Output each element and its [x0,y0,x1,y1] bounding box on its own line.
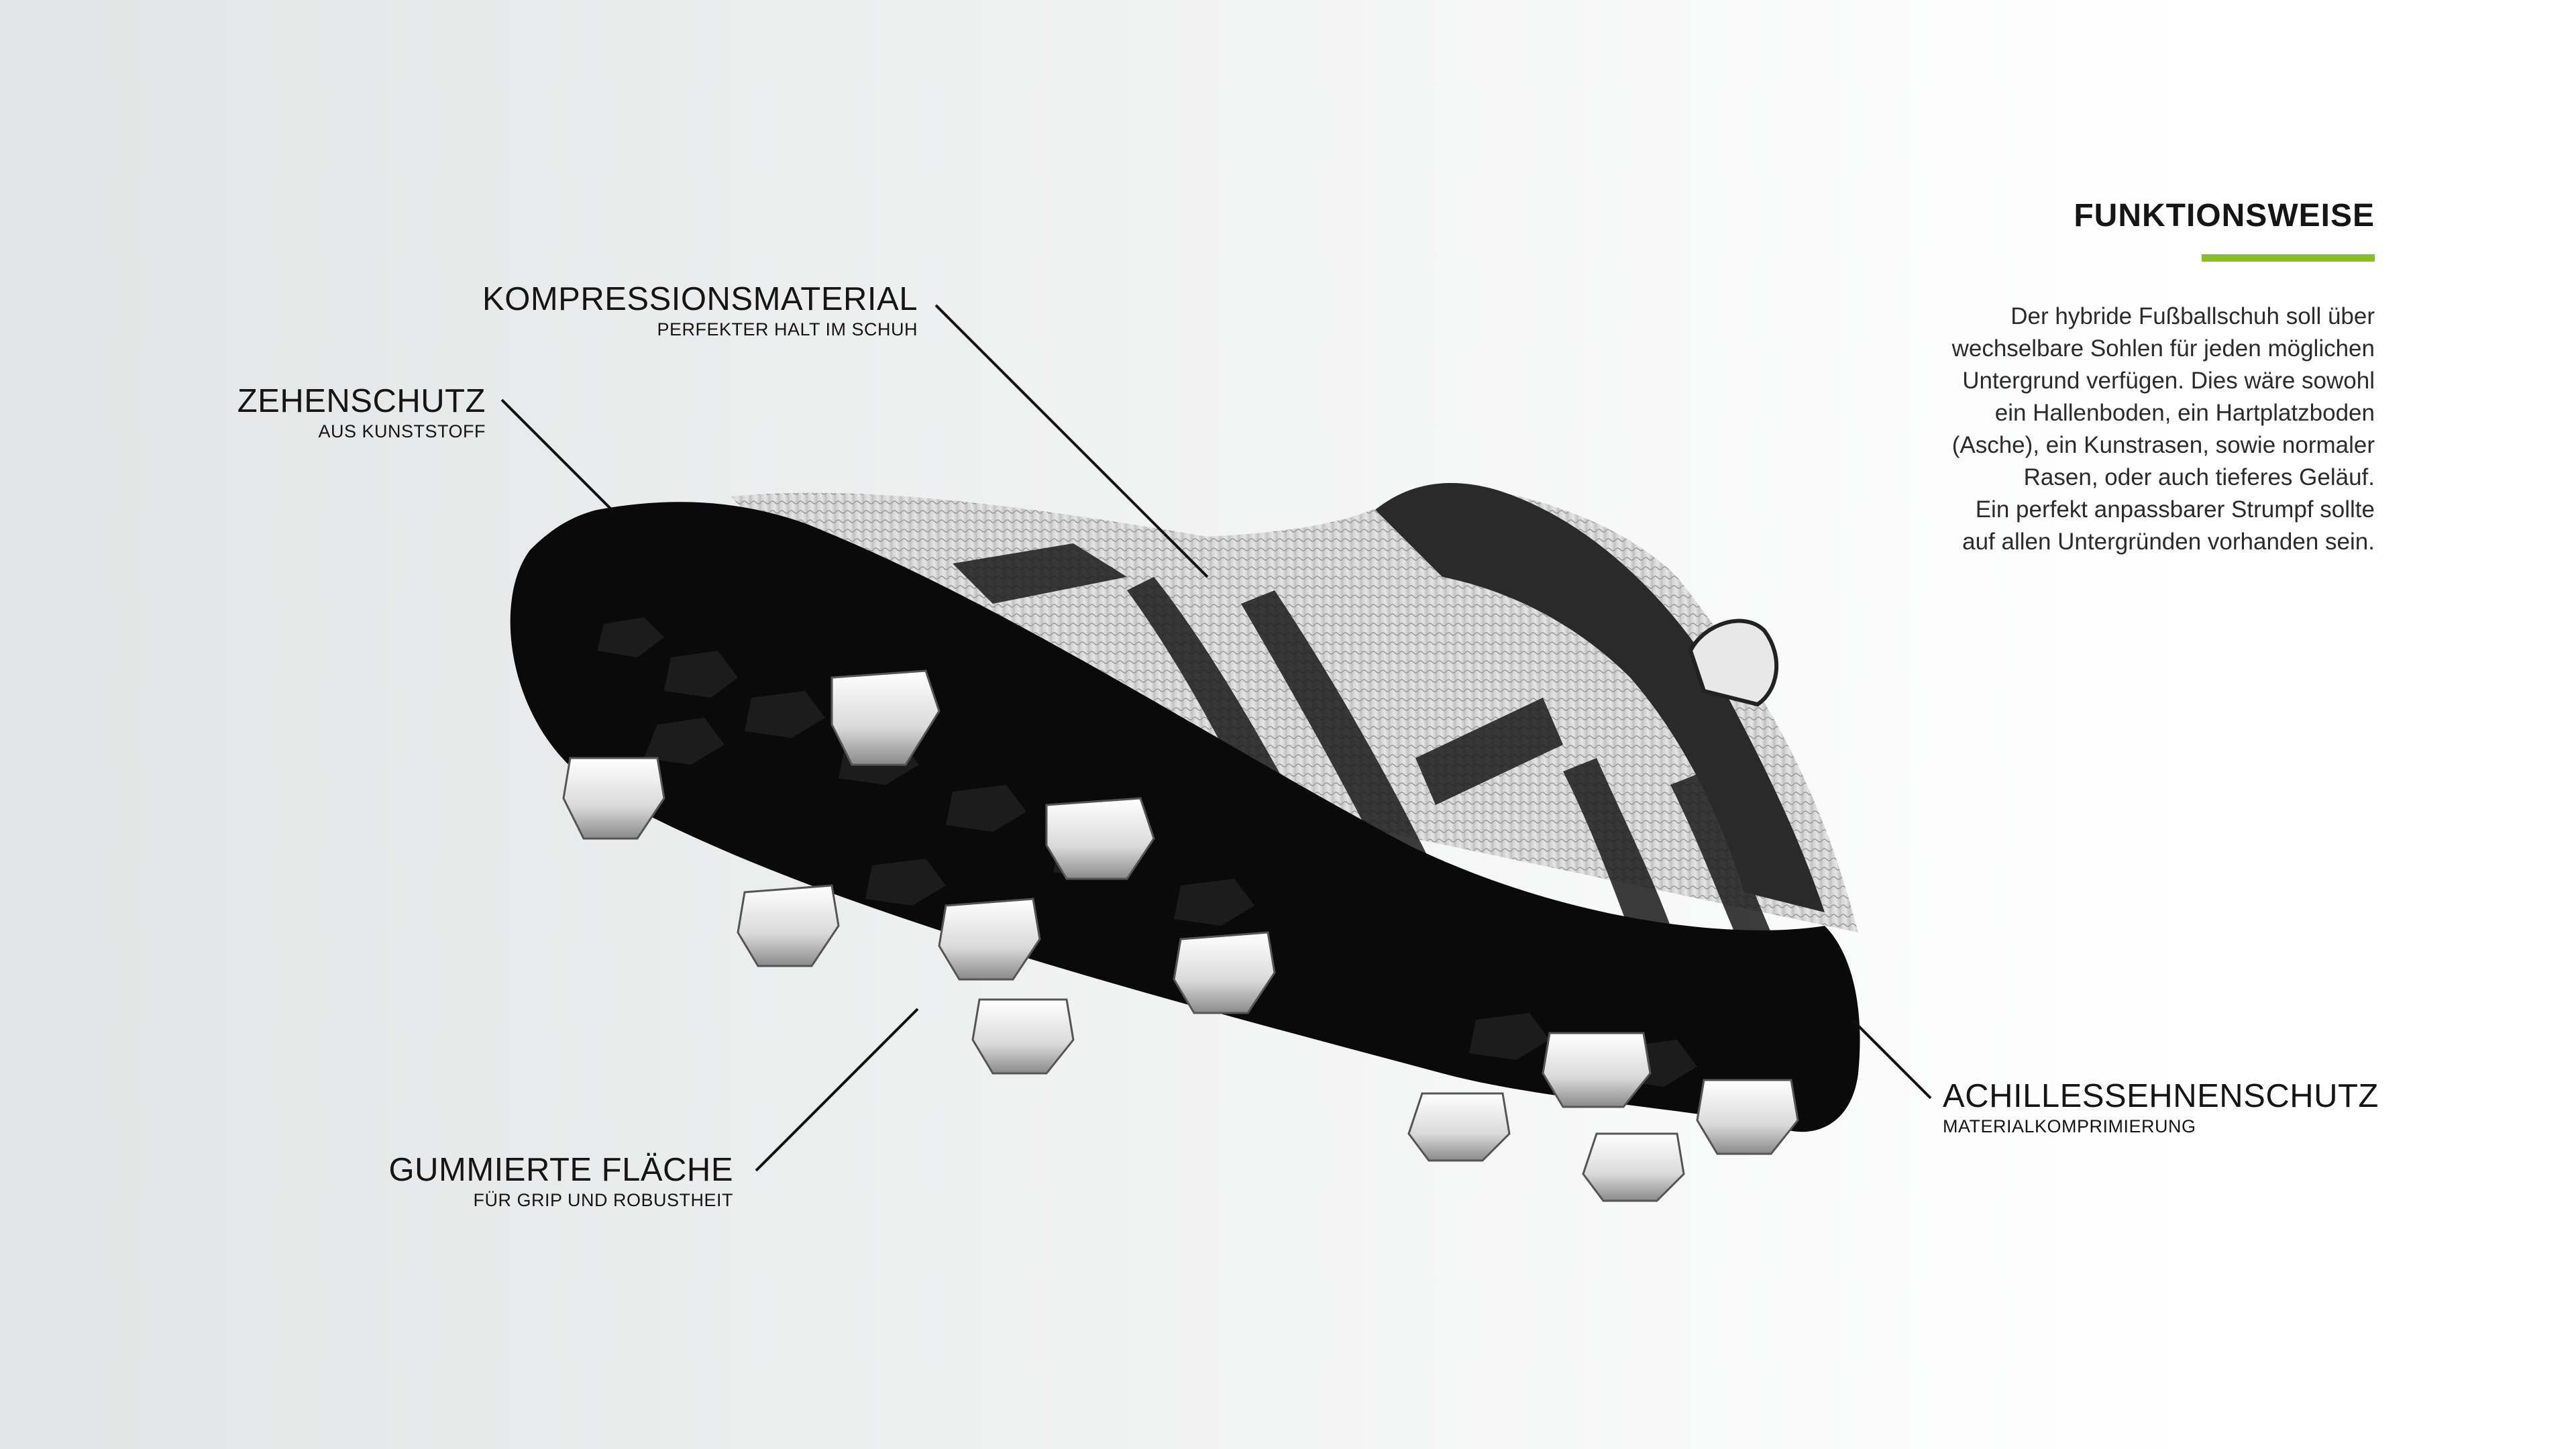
callout-title: ZEHENSCHUTZ [237,383,486,419]
callout-gummierte-flaeche: GUMMIERTE FLÄCHE FÜR GRIP UND ROBUSTHEIT [0,1152,733,1211]
stud [737,884,840,967]
stud [1542,1032,1652,1108]
callout-lines [500,304,1932,1172]
upper-stripe [1241,590,1429,872]
callout-subtitle: PERFEKTER HALT IM SCHUH [657,319,918,339]
stud [1407,1092,1511,1162]
callout-subtitle: AUS KUNSTSTOFF [318,421,486,441]
accent-underline [2202,254,2375,262]
stud [1696,1079,1799,1155]
upper-stripe [953,543,1127,604]
callout-line-gummiert [755,1008,919,1172]
stud [562,757,665,840]
description-line: Untergrund verfügen. Dies wäre sowohl [1962,368,2375,394]
callout-line-kompression [934,304,1209,578]
outsole [510,502,1860,1132]
upper-stripe [1563,758,1670,932]
description-line: Der hybride Fußballschuh soll über [2010,303,2375,329]
description-line: Rasen, oder auch tieferes Geläuf. [2023,464,2375,490]
description-line: ein Hallenboden, ein Hartplatzboden [1994,400,2375,426]
callout-title: KOMPRESSIONSMATERIAL [482,281,918,317]
callout-achillessehnenschutz: ACHILLESSEHNENSCHUTZ MATERIALKOMPRIMIERU… [1943,1078,2379,1137]
callout-kompressionsmaterial: KOMPRESSIONSMATERIAL PERFEKTER HALT IM S… [0,281,918,340]
callout-title: GUMMIERTE FLÄCHE [388,1152,733,1188]
callout-title: ACHILLESSEHNENSCHUTZ [1943,1078,2379,1114]
side-panel: FUNKTIONSWEISE Der hybride Fußballschuh … [1878,197,2375,558]
description-line: (Asche), ein Kunstrasen, sowie normaler [1951,432,2375,458]
stud [830,669,941,766]
side-panel-heading: FUNKTIONSWEISE [2074,198,2375,233]
callout-line-zehenschutz [500,398,615,513]
callout-subtitle: MATERIALKOMPRIMIERUNG [1943,1116,2196,1136]
collar [1375,483,1825,912]
side-panel-description: Der hybride Fußballschuh soll über wechs… [1878,301,2375,558]
upper-stripe [1415,698,1563,805]
studs [562,669,1799,1202]
callout-subtitle: FÜR GRIP UND ROBUSTHEIT [473,1189,733,1210]
stud [1582,1132,1685,1202]
upper-stripe [1670,771,1771,939]
heel-tab [1688,619,1779,707]
description-line: auf allen Untergründen vorhanden sein. [1962,529,2375,555]
stud [971,998,1075,1075]
stud [1045,797,1155,880]
description-line: wechselbare Sohlen für jeden möglichen [1951,335,2375,362]
stud [1173,931,1276,1014]
callout-line-achilles [1851,1019,1932,1099]
callout-zehenschutz: ZEHENSCHUTZ AUS KUNSTSTOFF [0,383,486,442]
description-line: Ein perfekt anpassbarer Strumpf sollte [1975,496,2375,523]
stud [938,898,1041,981]
